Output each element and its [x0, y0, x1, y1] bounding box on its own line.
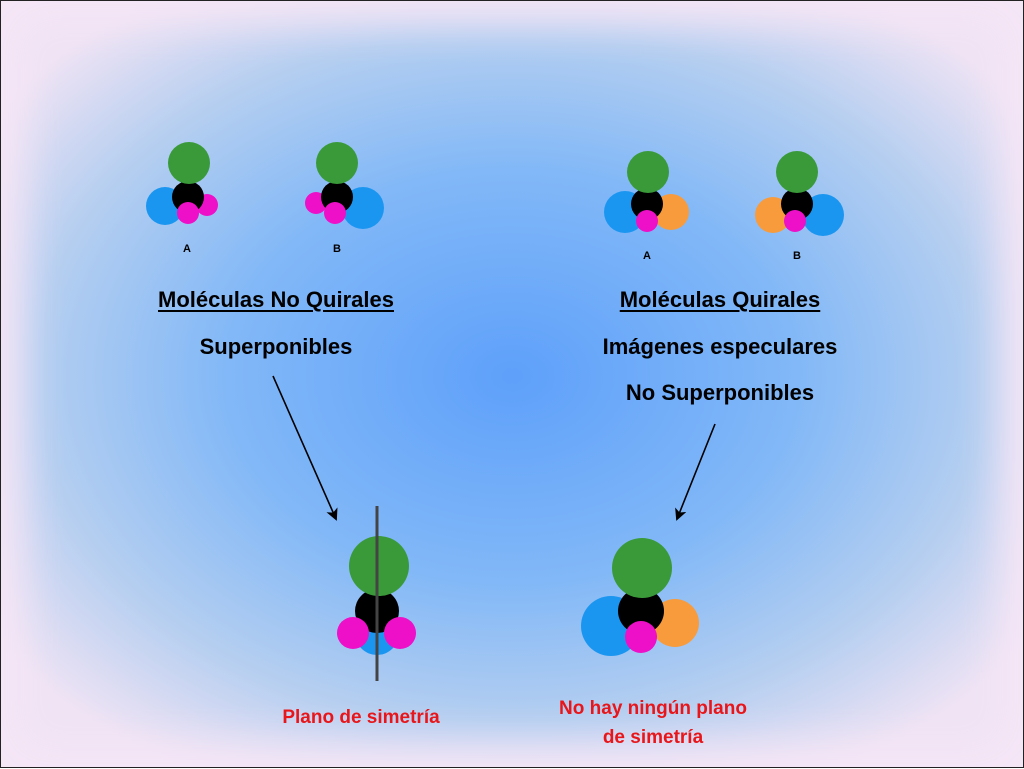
molecule-chiral-b	[755, 151, 844, 236]
text-superponibles: Superponibles	[199, 334, 353, 359]
caption-nonchiral-b: B	[333, 243, 341, 255]
label-no-plano-line2: de simetría	[602, 727, 704, 748]
molecule-chiral-a	[604, 151, 689, 233]
heading-chiral: Moléculas Quirales	[619, 287, 821, 312]
molecule-asymmetric-large	[581, 538, 699, 656]
molecule-nonchiral-a	[146, 142, 218, 225]
label-plano-simetria: Plano de simetría	[282, 707, 440, 728]
arrow-to-symmetric	[272, 375, 338, 521]
caption-chiral-b: B	[793, 250, 801, 262]
text-imagenes-especulares: Imágenes especulares	[602, 334, 838, 359]
caption-nonchiral-a: A	[183, 243, 191, 255]
caption-chiral-a: A	[643, 250, 651, 262]
heading-nonchiral: Moléculas No Quirales	[158, 287, 394, 312]
label-no-plano-line1: No hay ningún plano	[559, 698, 747, 719]
arrow-to-asymmetric	[675, 423, 716, 521]
text-no-superponibles: No Superponibles	[625, 380, 815, 405]
molecule-nonchiral-b	[305, 142, 384, 229]
